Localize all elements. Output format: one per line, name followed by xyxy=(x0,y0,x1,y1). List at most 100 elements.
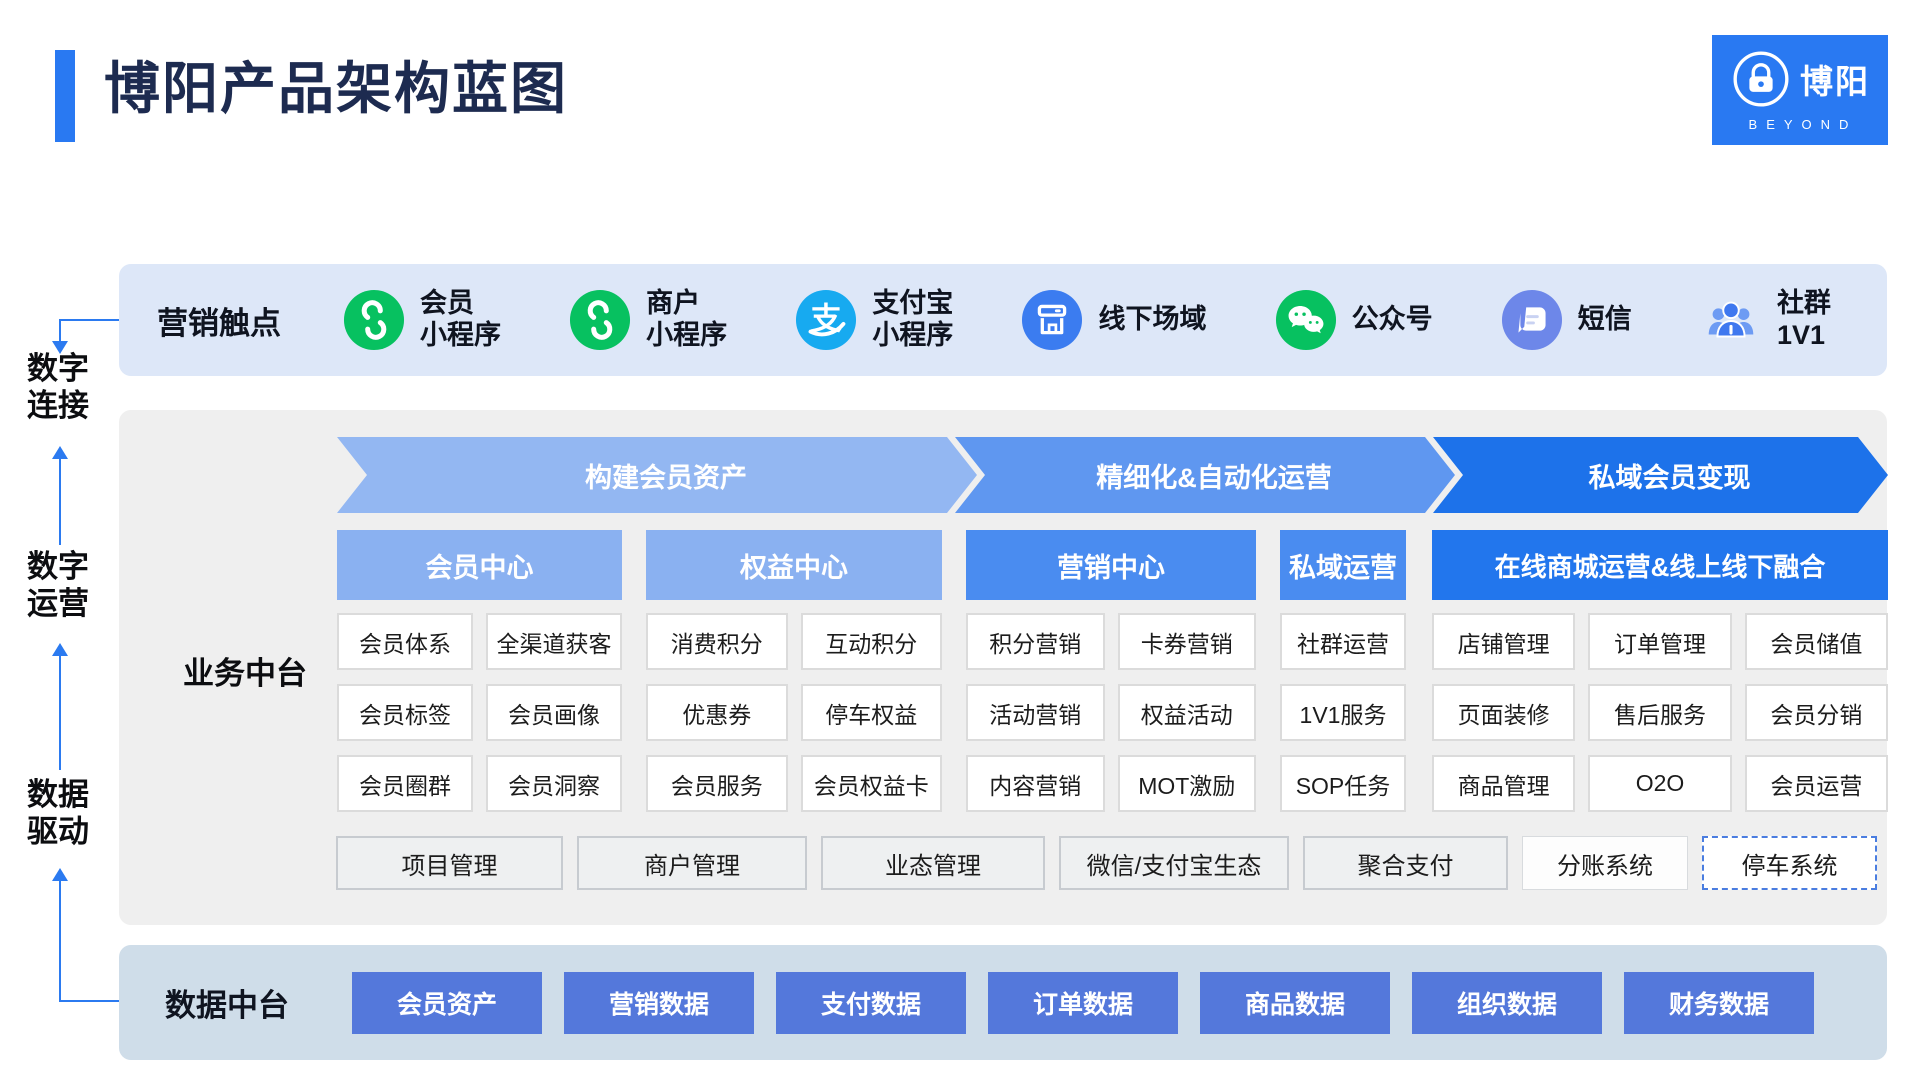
data-asset-box: 会员资产 xyxy=(352,971,542,1034)
touchpoint-alipay-miniprogram: 支 支付宝 小程序 xyxy=(795,288,953,352)
capability-grid: 会员中心会员体系全渠道获客会员标签会员画像会员圈群会员洞察权益中心消费积分互动积… xyxy=(337,530,1888,826)
module-cell: 优惠券 xyxy=(646,684,788,741)
flow-line xyxy=(59,457,61,545)
module-cell: 商品管理 xyxy=(1432,755,1576,812)
module-cell: 消费积分 xyxy=(646,613,788,670)
business-platform-panel: 业务中台 构建会员资产 精细化&自动化运营 私域会员变现 会员中心会员体系全渠道… xyxy=(119,410,1888,925)
utility-cell: 业态管理 xyxy=(821,836,1045,890)
touchpoint-label: 支付宝 小程序 xyxy=(872,288,954,350)
company-logo: 博阳 BEYOND xyxy=(1712,35,1888,145)
touchpoint-offline-venue: 线下场域 xyxy=(1021,289,1206,351)
pillar-header: 会员中心 xyxy=(337,530,622,600)
storefront-icon xyxy=(1022,289,1083,351)
touchpoint-official-account: 公众号 xyxy=(1275,289,1433,351)
utility-cell: 微信/支付宝生态 xyxy=(1059,836,1289,890)
touchpoint-label: 线下场域 xyxy=(1098,304,1207,335)
utility-cell: 项目管理 xyxy=(336,836,563,890)
touchpoint-label: 会员 小程序 xyxy=(420,288,501,350)
grid-row: 会员服务会员权益卡 xyxy=(646,755,942,812)
grid-row: 社群运营 xyxy=(1280,613,1406,670)
pillar-header: 营销中心 xyxy=(966,530,1256,600)
logo-subname: BEYOND xyxy=(1748,117,1858,132)
arrow-up-icon xyxy=(52,643,68,656)
utility-cell: 商户管理 xyxy=(577,836,807,890)
title-accent-bar xyxy=(55,50,75,142)
data-asset-box: 财务数据 xyxy=(1624,971,1814,1034)
pillar-header: 私域运营 xyxy=(1280,530,1406,600)
wechat-icon xyxy=(1275,289,1336,351)
community-icon xyxy=(1708,301,1754,338)
utility-cell: 分账系统 xyxy=(1522,836,1688,890)
module-cell: 页面装修 xyxy=(1432,684,1576,741)
module-cell: 会员画像 xyxy=(486,684,622,741)
module-cell: 全渠道获客 xyxy=(486,613,622,670)
data-platform-label: 数据中台 xyxy=(165,988,289,1023)
module-cell: 停车权益 xyxy=(800,684,942,741)
module-cell: 内容营销 xyxy=(966,755,1105,812)
pillar-header: 权益中心 xyxy=(646,530,942,600)
grid-row: 消费积分互动积分 xyxy=(646,613,942,670)
module-cell: MOT激励 xyxy=(1117,755,1256,812)
touchpoint-sms: 短信 xyxy=(1501,289,1632,351)
module-cell: 会员服务 xyxy=(646,755,788,812)
logo-name: 博阳 xyxy=(1800,63,1870,100)
pillar-column: 会员中心会员体系全渠道获客会员标签会员画像会员圈群会员洞察 xyxy=(337,530,622,826)
sms-icon xyxy=(1501,289,1562,351)
module-cell: SOP任务 xyxy=(1280,755,1406,812)
data-asset-box: 支付数据 xyxy=(776,971,966,1034)
journey-arrows: 构建会员资产 精细化&自动化运营 私域会员变现 xyxy=(337,437,1888,513)
flow-connector-top xyxy=(59,319,119,343)
journey-arrow-automation: 精细化&自动化运营 xyxy=(955,437,1455,513)
module-cell: 会员运营 xyxy=(1744,755,1888,812)
module-cell: 会员体系 xyxy=(337,613,473,670)
touchpoint-label: 公众号 xyxy=(1351,304,1433,335)
alipay-icon: 支 xyxy=(796,289,857,351)
module-cell: 权益活动 xyxy=(1117,684,1256,741)
module-cell: 活动营销 xyxy=(966,684,1105,741)
module-cell: 会员储值 xyxy=(1744,613,1888,670)
journey-arrow-monetize: 私域会员变现 xyxy=(1433,437,1888,513)
pillar-header: 在线商城运营&线上线下融合 xyxy=(1432,530,1888,600)
module-cell: 会员标签 xyxy=(337,684,473,741)
data-asset-box: 营销数据 xyxy=(564,971,754,1034)
touchpoint-list: 会员 小程序 商户 小程序 支 支付宝 小程序 xyxy=(343,288,1887,352)
miniprogram-icon xyxy=(343,289,405,351)
touchpoint-community-1v1: 社群 1V1 xyxy=(1700,288,1831,352)
grid-row: 店铺管理订单管理会员储值 xyxy=(1432,613,1888,670)
grid-row: 会员体系全渠道获客 xyxy=(337,613,622,670)
touchpoint-merchant-miniprogram: 商户 小程序 xyxy=(569,288,727,352)
miniprogram-icon xyxy=(570,289,631,351)
module-cell: 积分营销 xyxy=(966,613,1105,670)
touchpoint-label: 社群 1V1 xyxy=(1776,288,1831,350)
touchpoints-label: 营销触点 xyxy=(157,305,281,341)
grid-row: 会员圈群会员洞察 xyxy=(337,755,622,812)
grid-row: 积分营销卡券营销 xyxy=(966,613,1256,670)
module-cell: 店铺管理 xyxy=(1432,613,1576,670)
rail-label-digital-operation: 数字 运营 xyxy=(27,549,89,622)
module-cell: 卡券营销 xyxy=(1117,613,1256,670)
touchpoint-label: 短信 xyxy=(1577,304,1632,335)
module-cell: 会员圈群 xyxy=(337,755,473,812)
touchpoint-label: 商户 小程序 xyxy=(646,288,728,350)
flow-line xyxy=(59,654,61,770)
module-cell: 社群运营 xyxy=(1280,613,1406,670)
arrow-up-icon xyxy=(52,446,68,459)
module-cell: 售后服务 xyxy=(1588,684,1732,741)
module-cell: O2O xyxy=(1588,755,1732,812)
pillar-column: 私域运营社群运营 1V1服务 SOP任务 xyxy=(1280,530,1406,826)
grid-row: 优惠券停车权益 xyxy=(646,684,942,741)
utility-cell: 停车系统 xyxy=(1702,836,1877,890)
flow-connector-bottom xyxy=(59,880,119,1002)
module-cell: 1V1服务 xyxy=(1280,684,1406,741)
grid-row: 会员标签会员画像 xyxy=(337,684,622,741)
pillar-column: 权益中心消费积分互动积分优惠券停车权益会员服务会员权益卡 xyxy=(646,530,942,826)
pillar-column: 在线商城运营&线上线下融合店铺管理订单管理会员储值页面装修售后服务会员分销商品管… xyxy=(1432,530,1888,826)
touchpoints-bar: 营销触点 会员 小程序 商户 小程序 xyxy=(119,264,1887,376)
grid-row: 1V1服务 xyxy=(1280,684,1406,741)
module-cell: 订单管理 xyxy=(1588,613,1732,670)
module-cell: 会员权益卡 xyxy=(800,755,942,812)
utility-cell: 聚合支付 xyxy=(1303,836,1508,890)
